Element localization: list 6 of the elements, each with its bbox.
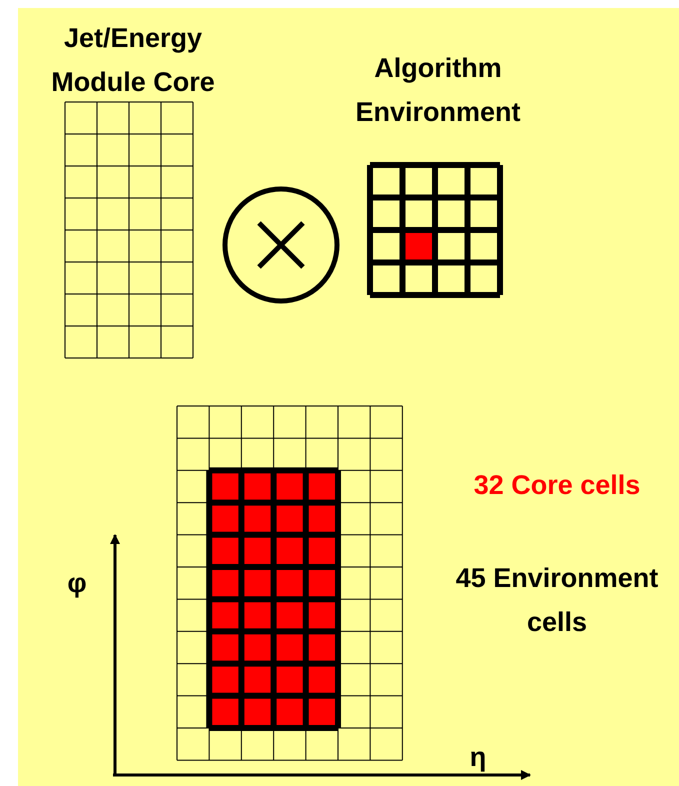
heading: Algorithm Environment [354,52,522,129]
heading: Jet/Energy Module Core [50,22,216,99]
legend-text: 32 Core cells [472,469,642,502]
axis-label: φ [66,567,88,600]
axis-label: η [468,741,488,774]
legend-text: 45 Environment cells [454,562,660,639]
